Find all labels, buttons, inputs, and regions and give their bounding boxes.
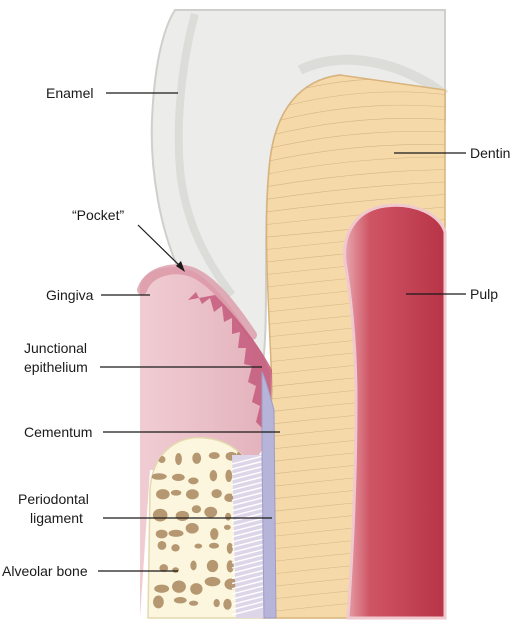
ligament-fibers xyxy=(231,455,264,616)
label-gingiva: Gingiva xyxy=(46,287,94,303)
cementum-layer xyxy=(261,371,277,619)
label-alveolar-bone: Alveolar bone xyxy=(2,563,88,579)
pulp-shape xyxy=(343,203,447,620)
label-periodontal-2: ligament xyxy=(30,510,83,526)
label-pulp: Pulp xyxy=(470,286,498,302)
leader-pocket xyxy=(137,224,183,269)
label-junctional-2: epithelium xyxy=(24,359,88,375)
pocket-arrowhead xyxy=(176,261,185,272)
enamel-outer-band xyxy=(297,54,449,99)
enamel-inner-band xyxy=(174,12,236,298)
labels: Enamel Dentin “Pocket” Gingiva Pulp Junc… xyxy=(2,85,510,579)
periodontal-ligament xyxy=(231,455,264,618)
label-enamel: Enamel xyxy=(46,85,93,101)
label-pocket: “Pocket” xyxy=(72,207,124,223)
label-dentin: Dentin xyxy=(470,145,510,161)
label-cementum: Cementum xyxy=(24,424,92,440)
pulp-chamber xyxy=(343,203,447,620)
ligament-space xyxy=(232,455,264,618)
label-junctional-1: Junctional xyxy=(24,340,87,356)
gingiva-rim xyxy=(137,264,257,340)
label-periodontal-1: Periodontal xyxy=(18,491,89,507)
